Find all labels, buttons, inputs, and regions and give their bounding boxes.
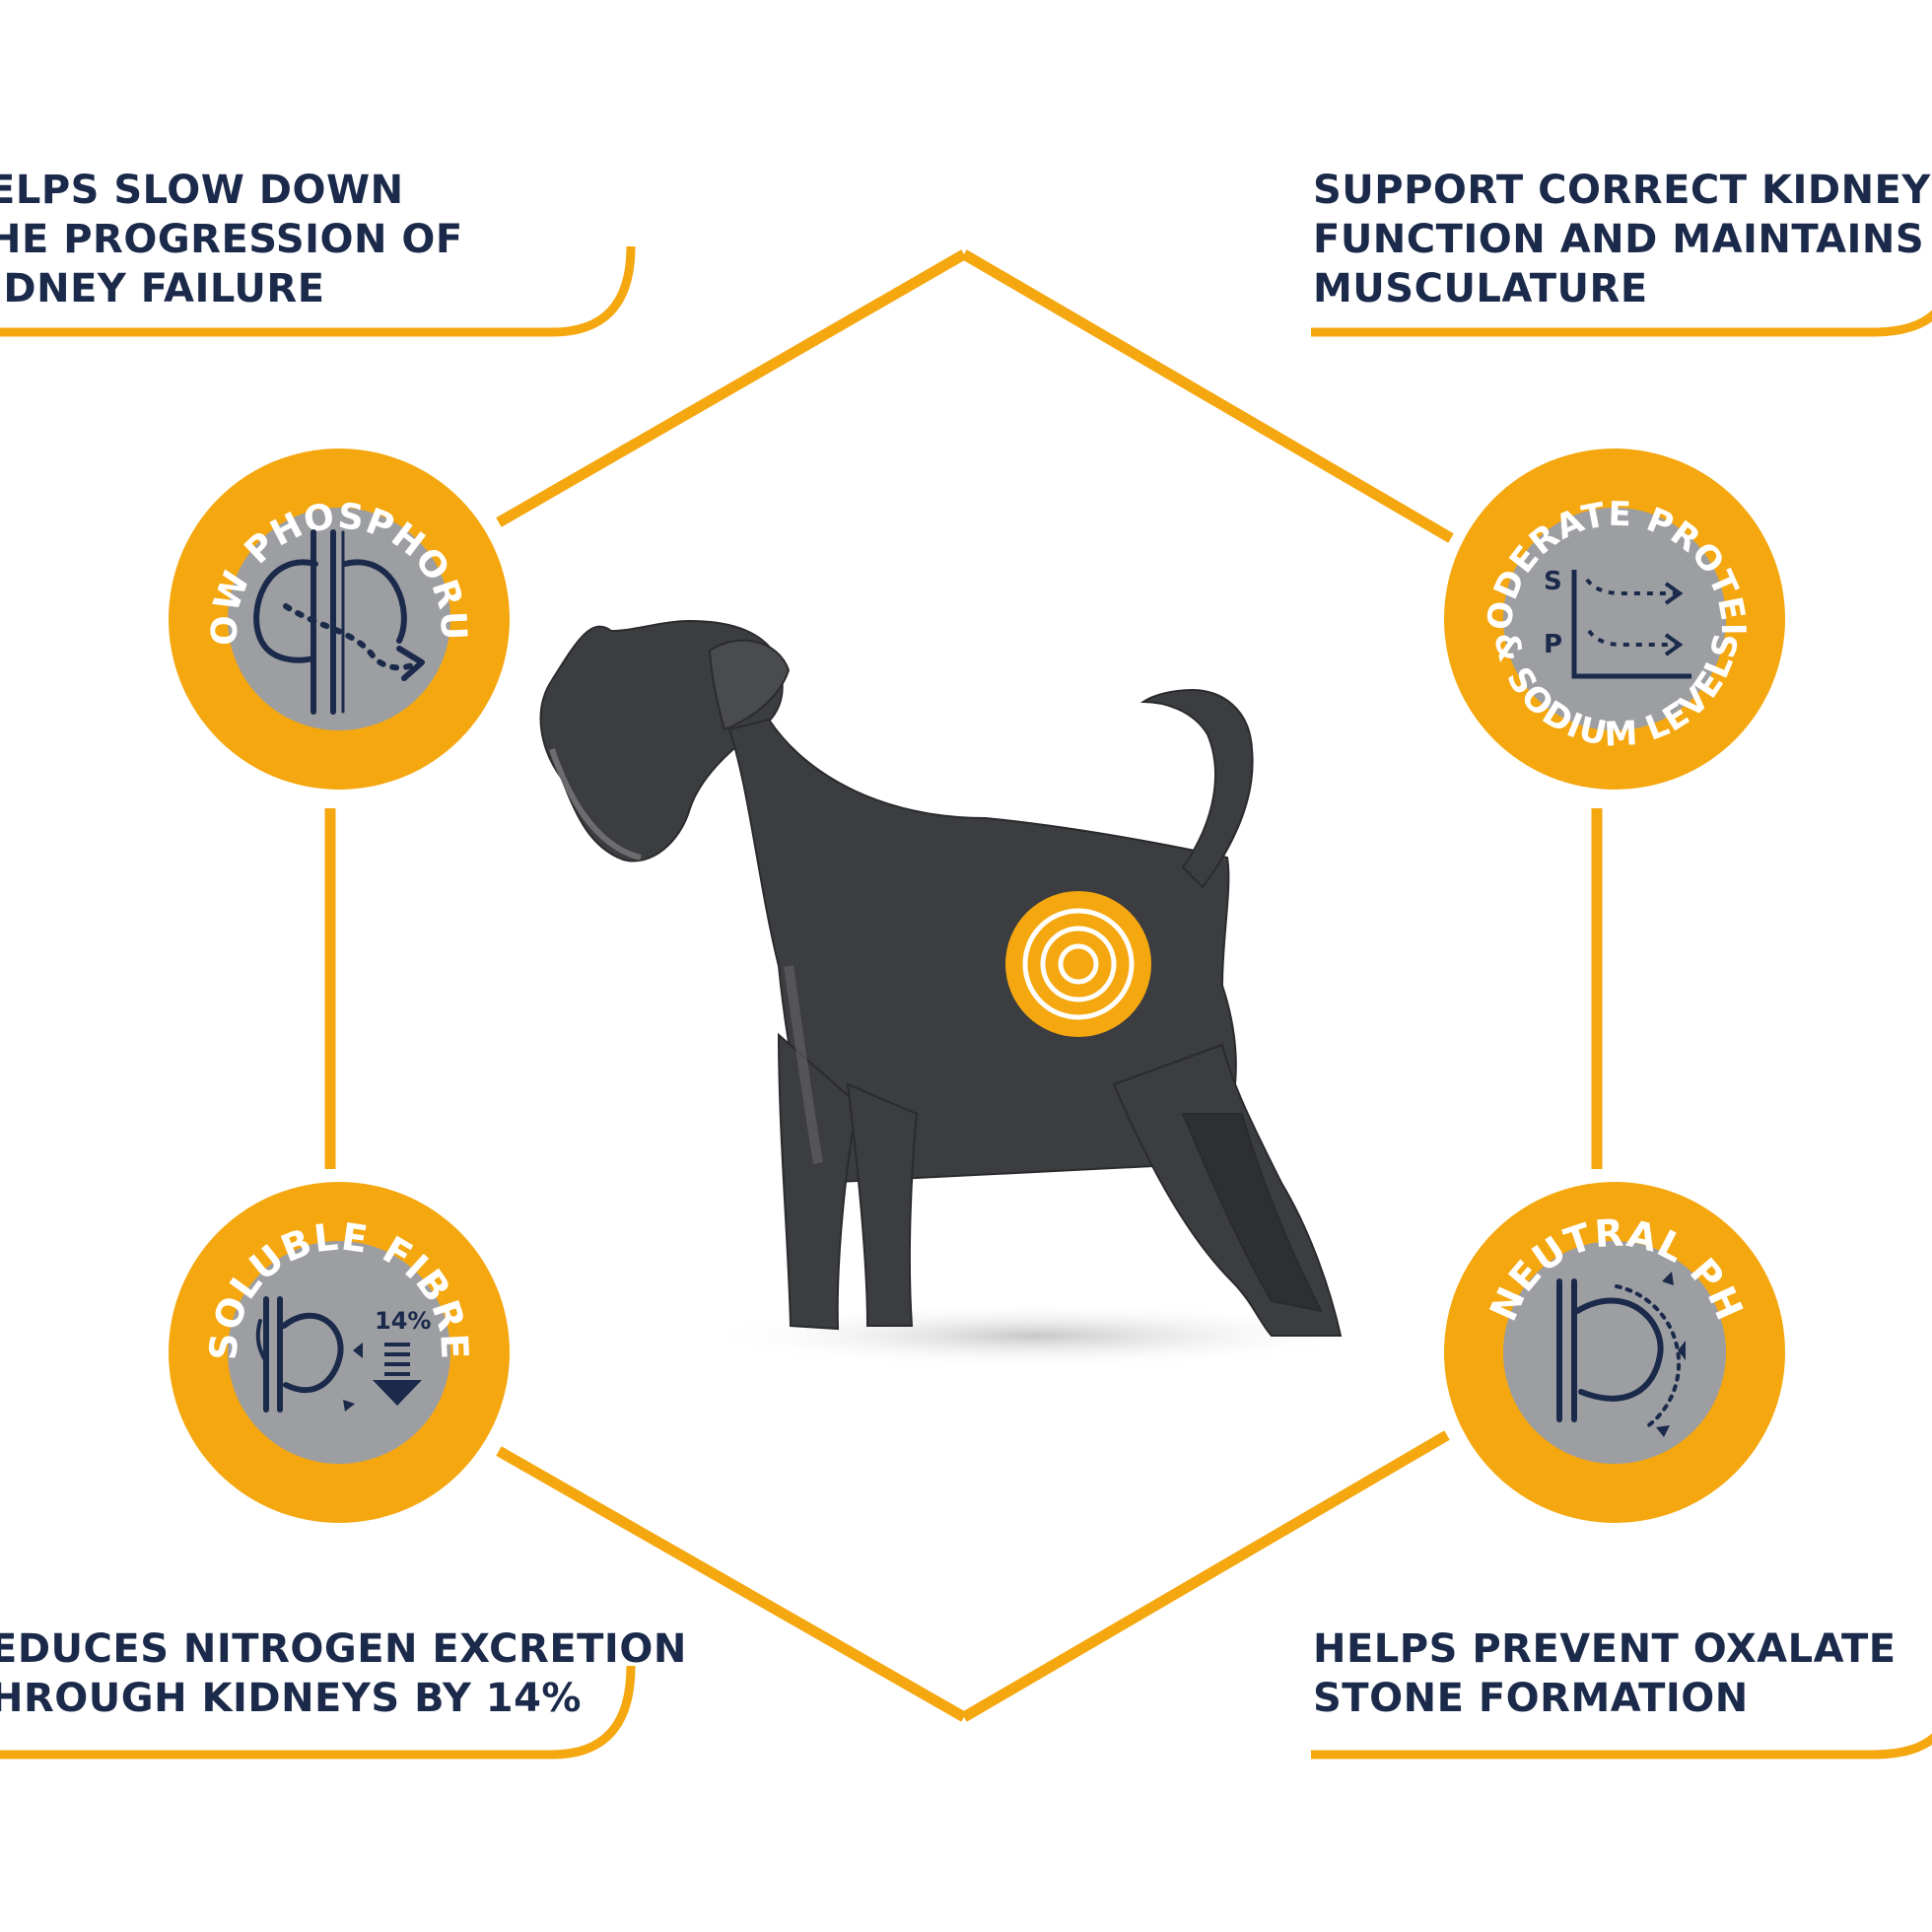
hex-edge-bottom-left (496, 1446, 967, 1722)
callout-line: ELPS SLOW DOWN (0, 168, 404, 213)
graph-axis-label-s: S (1544, 567, 1562, 596)
connector-top-left (0, 245, 636, 337)
callout-line: EDUCES NITROGEN EXCRETION (0, 1626, 687, 1672)
callout-line: HE PROGRESSION OF (0, 217, 463, 262)
callout-bottom-right: HELPS PREVENT OXALATE STONE FORMATION (1313, 1624, 1897, 1723)
graph-axis-label-p: P (1544, 630, 1562, 659)
kidney-fibre-icon (255, 1296, 363, 1413)
hexagon-frame (324, 249, 1603, 1722)
badge-soluble-fibre: SOLUBLE FIBRE 14% (169, 1182, 510, 1523)
callout-line: FUNCTION AND MAINTAINS (1313, 217, 1925, 262)
callout-top-left: ELPS SLOW DOWN HE PROGRESSION OF IDNEY F… (0, 166, 463, 313)
callout-top-right: SUPPORT CORRECT KIDNEY FUNCTION AND MAIN… (1313, 166, 1931, 313)
callout-connectors (0, 245, 1932, 1760)
callout-line: HROUGH KIDNEYS BY 14% (0, 1676, 583, 1721)
connector-bottom-left (0, 1665, 636, 1760)
hex-edge-top-right (961, 249, 1454, 543)
callout-line: MUSCULATURE (1313, 266, 1648, 311)
kidney-ph-icon (1556, 1272, 1686, 1437)
callout-line: SUPPORT CORRECT KIDNEY (1313, 168, 1931, 213)
callout-bottom-left: EDUCES NITROGEN EXCRETION HROUGH KIDNEYS… (0, 1624, 687, 1723)
callout-line: STONE FORMATION (1313, 1676, 1749, 1721)
protein-sodium-graph-icon: S P (1544, 567, 1691, 679)
down-arrow-icon (373, 1343, 422, 1406)
connector-top-right (1311, 310, 1932, 337)
kidney-phosphorus-icon (253, 529, 425, 715)
callout-line: IDNEY FAILURE (0, 266, 325, 311)
badge-neutral-ph: NEUTRAL PH (1444, 1182, 1785, 1523)
hex-edge-bottom-right (961, 1430, 1450, 1722)
hex-edge-top-left (496, 249, 967, 527)
connector-bottom-right (1311, 1733, 1932, 1760)
dog-silhouette (539, 619, 1370, 1369)
fibre-percent-label: 14% (375, 1307, 431, 1335)
target-icon (1005, 891, 1151, 1037)
callout-line: HELPS PREVENT OXALATE (1313, 1626, 1897, 1672)
badge-low-phosphorus: LOW PHOSPHORUS (0, 0, 510, 790)
